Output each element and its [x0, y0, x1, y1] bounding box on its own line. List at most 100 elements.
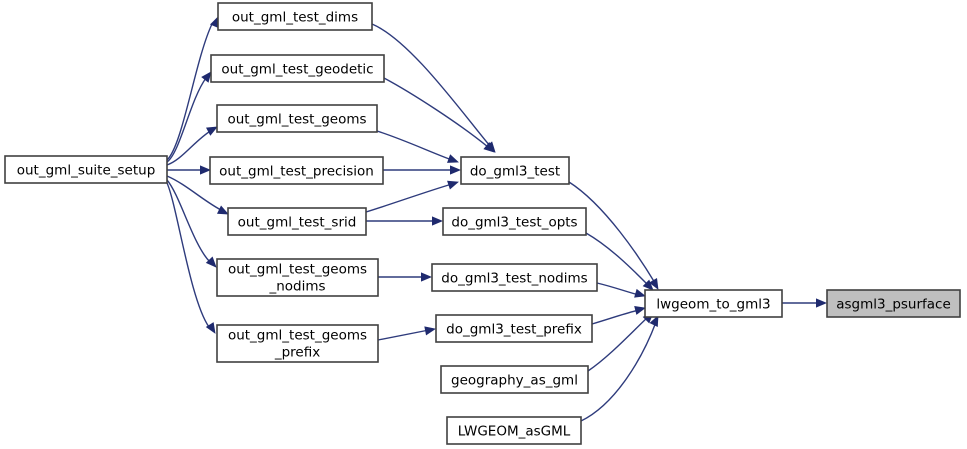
arrowhead-icon: [200, 165, 211, 175]
arrowhead-icon: [447, 180, 459, 190]
node-label: out_gml_test_geoms: [227, 112, 366, 128]
arrowhead-icon: [206, 126, 218, 136]
edge-line: [383, 77, 489, 148]
arrowhead-icon: [432, 216, 443, 226]
edge-line: [377, 329, 430, 341]
node-label: out_gml_test_dims: [232, 10, 358, 26]
node-box[interactable]: [431, 263, 598, 292]
node-box[interactable]: [4, 155, 168, 184]
graph-node-out_gml_test_geoms[interactable]: out_gml_test_geoms: [216, 104, 378, 133]
arrowhead-icon: [649, 315, 659, 328]
graph-node-out_gml_test_dims[interactable]: out_gml_test_dims: [217, 2, 373, 31]
node-label: LWGEOM_asGML: [458, 424, 571, 440]
node-box[interactable]: [217, 2, 373, 31]
node-label-line2: _prefix: [274, 345, 320, 361]
graph-node-out_gml_test_precision[interactable]: out_gml_test_precision: [209, 156, 384, 185]
call-edge: [596, 282, 646, 298]
arrowhead-icon: [483, 142, 495, 153]
edge-line: [376, 130, 453, 161]
call-edge: [376, 130, 459, 163]
graph-node-out_gml_test_geodetic[interactable]: out_gml_test_geodetic: [210, 54, 385, 83]
edge-line: [166, 175, 224, 212]
node-box[interactable]: [216, 258, 379, 297]
call-edge: [587, 312, 654, 372]
call-edge: [591, 305, 646, 325]
graph-node-do_gml3_test_opts[interactable]: do_gml3_test_opts: [442, 207, 587, 236]
call-edge: [167, 165, 211, 175]
arrowhead-icon: [421, 272, 432, 282]
node-box[interactable]: [435, 314, 593, 343]
arrowhead-icon: [216, 205, 229, 215]
call-edge: [580, 315, 659, 422]
graph-node-out_gml_test_geoms_nodims[interactable]: out_gml_test_geoms_nodims: [216, 258, 379, 297]
node-label: do_gml3_test: [470, 164, 560, 180]
node-label: out_gml_test_srid: [238, 215, 357, 231]
arrowhead-icon: [634, 288, 646, 298]
call-edge: [383, 77, 495, 153]
node-box[interactable]: [442, 207, 587, 236]
call-edge: [166, 126, 218, 166]
graph-node-do_gml3_test[interactable]: do_gml3_test: [460, 156, 570, 185]
node-box[interactable]: [440, 365, 589, 394]
graph-node-do_gml3_test_prefix[interactable]: do_gml3_test_prefix: [435, 314, 593, 343]
node-label: out_gml_test_precision: [219, 164, 374, 180]
node-label-line1: out_gml_test_geoms: [228, 328, 367, 344]
node-label: do_gml3_test_prefix: [446, 322, 582, 338]
arrowhead-icon: [205, 256, 217, 268]
edge-line: [365, 183, 453, 213]
node-box[interactable]: [227, 207, 367, 236]
node-box[interactable]: [644, 289, 783, 318]
call-edge: [585, 232, 654, 291]
node-box[interactable]: [216, 104, 378, 133]
arrowhead-icon: [642, 279, 654, 291]
call-edge: [166, 16, 219, 161]
node-box[interactable]: [210, 54, 385, 83]
edge-line: [591, 309, 640, 325]
node-label: do_gml3_test_opts: [451, 215, 577, 231]
edge-line: [166, 182, 210, 328]
graph-node-lwgeom_to_gml3[interactable]: lwgeom_to_gml3: [644, 289, 783, 318]
node-box[interactable]: [216, 324, 379, 363]
graph-node-out_gml_test_srid[interactable]: out_gml_test_srid: [227, 207, 367, 236]
call-edge: [782, 298, 827, 308]
edge-line: [596, 282, 640, 296]
node-label-line2: _nodims: [268, 279, 325, 295]
arrowhead-icon: [447, 154, 459, 163]
edge-line: [371, 23, 491, 147]
arrowhead-icon: [649, 278, 659, 290]
graph-node-do_gml3_test_nodims[interactable]: do_gml3_test_nodims: [431, 263, 598, 292]
graph-node-geography_as_gml[interactable]: geography_as_gml: [440, 365, 589, 394]
call-edge: [166, 175, 229, 215]
graph-node-out_gml_suite_setup[interactable]: out_gml_suite_setup: [4, 155, 168, 184]
node-box[interactable]: [446, 416, 582, 445]
node-box[interactable]: [209, 156, 384, 185]
call-edge: [166, 71, 212, 163]
call-edge: [568, 181, 659, 290]
edge-line: [585, 232, 650, 287]
edge-line: [166, 77, 207, 163]
call-edge: [378, 272, 432, 282]
arrowhead-icon: [424, 326, 436, 336]
arrowhead-icon: [201, 71, 212, 83]
graph-node-out_gml_test_geoms_prefix[interactable]: out_gml_test_geoms_prefix: [216, 324, 379, 363]
call-edge: [166, 182, 216, 334]
node-label: out_gml_test_geodetic: [221, 62, 373, 78]
edge-line: [580, 321, 657, 422]
arrowhead-icon: [450, 165, 461, 175]
call-edge: [383, 165, 461, 175]
graph-node-asgml3_psurface[interactable]: asgml3_psurface: [826, 289, 961, 318]
arrowhead-icon: [209, 16, 219, 28]
edge-line: [568, 181, 656, 284]
edge-line: [166, 179, 211, 263]
arrowhead-icon: [634, 305, 646, 315]
edge-line: [166, 129, 213, 166]
node-box[interactable]: [460, 156, 570, 185]
node-label: do_gml3_test_nodims: [441, 271, 587, 287]
graph-node-LWGEOM_asGML[interactable]: LWGEOM_asGML: [446, 416, 582, 445]
node-label-line1: out_gml_test_geoms: [228, 262, 367, 278]
arrowhead-icon: [816, 298, 827, 308]
call-edge: [366, 216, 443, 226]
node-layer: out_gml_suite_setup out_gml_test_dims out_…: [4, 2, 961, 445]
node-label: lwgeom_to_gml3: [656, 297, 770, 313]
node-box[interactable]: [826, 289, 961, 318]
